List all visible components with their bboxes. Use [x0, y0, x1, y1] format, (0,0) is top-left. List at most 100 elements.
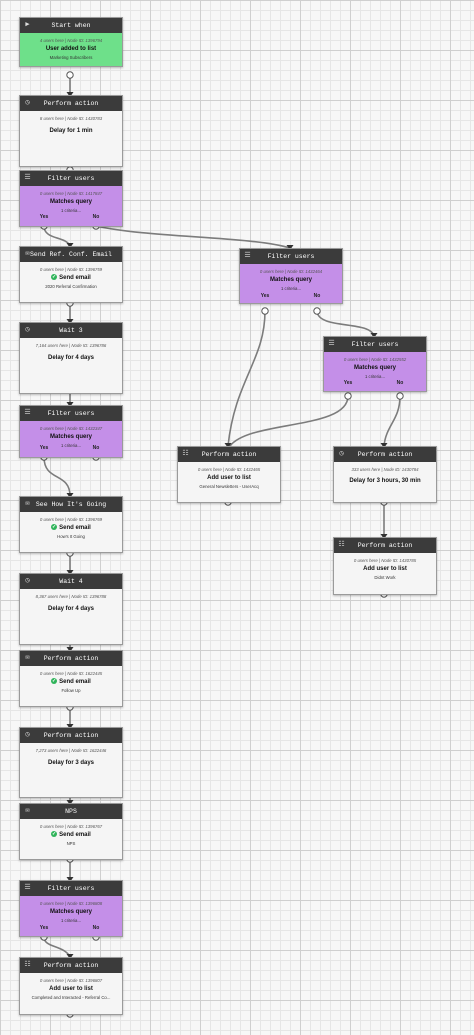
arrowhead — [370, 333, 378, 338]
node-header: Wait 4 — [59, 578, 83, 585]
list-icon: ☷ — [182, 450, 189, 458]
node-meta: 0 users here | Node ID: 1430785 — [353, 558, 417, 563]
node-header: Filter users — [47, 410, 95, 417]
envelope-icon: ✉ — [25, 500, 30, 508]
node-meta: 333 users here | Node ID: 1430784 — [351, 467, 419, 472]
add-to-list-node[interactable]: ☷ Perform action 0 users here | Node ID: … — [177, 446, 281, 503]
node-subtitle: 1 criteria... — [60, 443, 82, 448]
arrowhead — [66, 877, 74, 882]
arrowhead — [286, 245, 294, 250]
node-subtitle: NPS — [66, 841, 76, 846]
yes-port — [261, 307, 269, 315]
arrowhead — [66, 92, 74, 97]
envelope-icon: ✉ — [25, 807, 30, 815]
add-to-list-node[interactable]: ☷Perform action 0 users here | Node ID: … — [333, 537, 437, 595]
send-email-node[interactable]: ✉Send Ref. Conf. Email 0 users here | No… — [19, 246, 123, 303]
node-title: Delay for 3 days — [47, 760, 95, 766]
node-subtitle: 1 criteria... — [60, 918, 82, 923]
node-meta: 0 users here | Node ID: 1417847 — [39, 191, 103, 196]
node-meta: 0 users here | Node ID: 1396808 — [39, 901, 103, 906]
node-meta: 4 users here | Node ID: 1396794 — [39, 38, 103, 43]
clock-icon: ◷ — [25, 577, 30, 585]
node-meta: 0 users here | Node ID: 1396769 — [39, 517, 103, 522]
no-label: No — [92, 214, 100, 220]
node-meta: 8 users here | Node ID: 1430783 — [39, 116, 103, 121]
arrowhead — [66, 319, 74, 324]
node-title: Add user to list — [49, 986, 93, 992]
send-email-node[interactable]: ✉NPS 0 users here | Node ID: 1396767 ✓Se… — [19, 803, 123, 860]
envelope-icon: ✉ — [25, 250, 30, 258]
node-header: Perform action — [201, 451, 257, 458]
arrowhead — [66, 647, 74, 652]
arrowhead — [224, 443, 232, 448]
list-icon: ☷ — [24, 961, 31, 969]
node-header: Perform action — [43, 655, 99, 662]
node-header: Send Ref. Conf. Email — [30, 251, 112, 258]
node-subtitle: 1 criteria... — [280, 286, 302, 291]
arrowhead — [66, 570, 74, 575]
node-header: Filter users — [351, 341, 399, 348]
clock-icon: ◷ — [25, 99, 30, 107]
connector — [316, 310, 375, 337]
node-title: Add user to list — [207, 475, 251, 481]
node-subtitle: Completed and Interacted - Referral Co..… — [31, 995, 111, 1000]
yes-label: Yes — [39, 214, 49, 220]
node-title: Send email — [59, 275, 91, 281]
node-meta: 0 users here | Node ID: 1432552 — [343, 357, 407, 362]
connector — [227, 310, 266, 447]
node-header: Perform action — [43, 732, 99, 739]
filter-icon: ☰ — [244, 252, 251, 260]
delay-node[interactable]: ◷Perform action 333 users here | Node ID… — [333, 446, 437, 503]
node-title: Send email — [59, 525, 91, 531]
filter-users-node[interactable]: ☰Filter users 0 users here | Node ID: 14… — [19, 405, 123, 458]
no-port — [396, 392, 404, 400]
filter-users-node[interactable]: ☰Filter users 0 users here | Node ID: 13… — [19, 880, 123, 937]
node-header: Perform action — [357, 542, 413, 549]
delay-node[interactable]: ◷Wait 4 8,367 users here | Node ID: 1396… — [19, 573, 123, 645]
yes-label: Yes — [39, 445, 49, 451]
arrowhead — [380, 443, 388, 448]
filter-users-node[interactable]: ☰ Filter users 0 users here | Node ID: 14… — [19, 170, 123, 227]
delay-node[interactable]: ◷Perform action 7,273 users here | Node … — [19, 727, 123, 798]
no-port — [313, 307, 321, 315]
node-header: See How It's Going — [35, 501, 107, 508]
node-header: Filter users — [47, 175, 95, 182]
node-meta: 0 users here | Node ID: 1396759 — [39, 267, 103, 272]
node-subtitle: 1 criteria... — [60, 208, 82, 213]
delay-node[interactable]: ◷Perform action 8 users here | Node ID: … — [19, 95, 123, 167]
add-to-list-node[interactable]: ☷Perform action 0 users here | Node ID: … — [19, 957, 123, 1015]
filter-users-node[interactable]: ☰Filter users 0 users here | Node ID: 14… — [239, 248, 343, 304]
check-icon: ✓ — [51, 274, 58, 280]
filter-users-node[interactable]: ☰ Filter users 0 users here | Node ID: 14… — [323, 336, 427, 392]
clock-icon: ◷ — [25, 731, 30, 739]
node-header: Filter users — [267, 253, 315, 260]
out-port — [66, 71, 74, 79]
check-icon: ✓ — [51, 524, 58, 530]
delay-node[interactable]: ◷Wait 3 7,164 users here | Node ID: 1396… — [19, 322, 123, 394]
node-subtitle: Didnt Work — [374, 575, 396, 580]
clock-icon: ◷ — [25, 326, 30, 334]
check-icon: ✓ — [51, 678, 58, 684]
node-subtitle: 2020 Referral Confirmation — [45, 284, 97, 289]
node-meta: 0 users here | Node ID: 1622445 — [39, 671, 103, 676]
arrowhead — [380, 534, 388, 539]
node-meta: 0 users here | Node ID: 1396767 — [39, 824, 103, 829]
node-title: Matches query — [49, 434, 92, 440]
arrowhead — [66, 243, 74, 248]
no-label: No — [92, 925, 100, 931]
send-email-node[interactable]: ✉ See How It's Going 0 users here | Node … — [19, 496, 123, 553]
node-meta: 0 users here | Node ID: 1432465 — [197, 467, 261, 472]
filter-icon: ☰ — [24, 174, 31, 182]
start-when-node[interactable]: ▶Start when 4 users here | Node ID: 1396… — [19, 17, 123, 67]
connector — [43, 456, 71, 497]
connector — [229, 395, 349, 447]
filter-icon: ☰ — [328, 340, 335, 348]
envelope-icon: ✉ — [25, 654, 30, 662]
send-email-node[interactable]: ✉ Perform action 0 users here | Node ID: … — [19, 650, 123, 707]
node-title: Matches query — [49, 199, 92, 205]
no-label: No — [396, 380, 404, 386]
yes-port — [344, 392, 352, 400]
arrowhead — [66, 954, 74, 959]
node-title: User added to list — [45, 46, 97, 52]
node-title: Matches query — [49, 909, 92, 915]
